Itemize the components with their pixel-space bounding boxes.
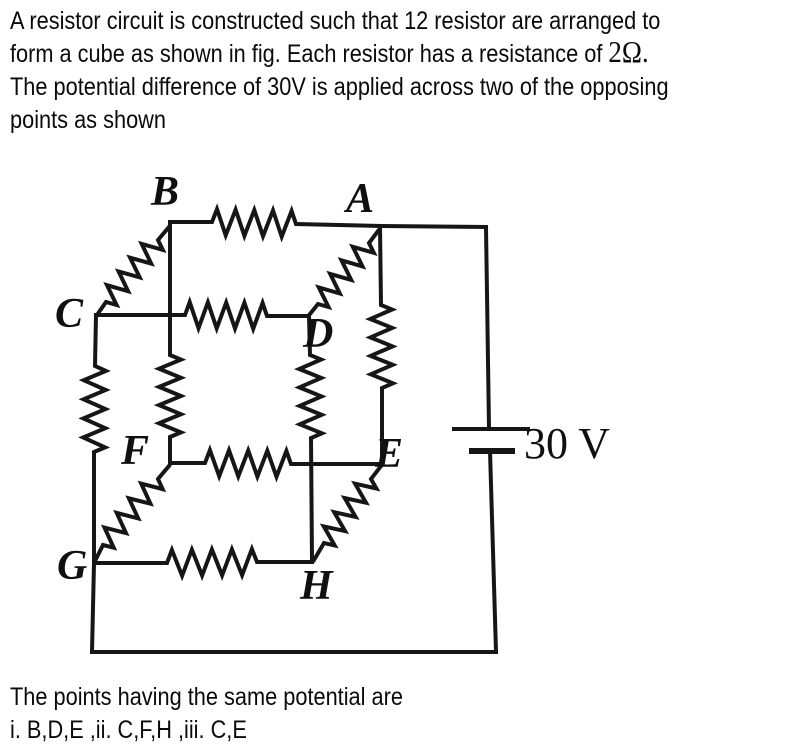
node-label-d: D [302, 311, 333, 357]
node-label-e: E [374, 431, 403, 477]
problem-line-2: form a cube as shown in fig. Each resist… [10, 36, 669, 71]
wire-a-to-corner [377, 223, 489, 230]
node-label-h: H [299, 563, 334, 609]
resistor-d-h [294, 313, 328, 565]
battery-voltage-label: 30 V [524, 419, 610, 468]
resistance-value: 2Ω. [608, 34, 649, 69]
node-label-f: F [120, 428, 149, 474]
problem-line-4: points as shown [10, 106, 166, 134]
resistor-b-a [168, 203, 383, 243]
resistor-c-g [78, 312, 111, 565]
circuit-strokes [78, 203, 530, 655]
problem-line-3: The potential difference of 30V is appli… [10, 73, 669, 101]
problem-line-2-text: form a cube as shown in fig. Each resist… [10, 40, 609, 68]
resistor-f-e [168, 444, 384, 483]
wire-bottom-to-g [89, 560, 97, 655]
resistor-b-f [153, 220, 187, 465]
question-line-2: i. B,D,E ,ii. C,F,H ,iii. C,E [10, 716, 247, 744]
node-label-g: G [57, 543, 87, 589]
resistor-e-h [311, 463, 384, 563]
question-block: The points having the same potential are… [10, 681, 403, 747]
resistor-c-d [95, 296, 311, 335]
resistor-g-h [92, 543, 314, 582]
resistor-b-c [94, 224, 172, 318]
node-label-c: C [55, 291, 84, 337]
question-line-1: The points having the same potential are [10, 683, 403, 711]
resistor-a-d [307, 228, 381, 317]
node-label-b: B [150, 169, 179, 215]
wire-corner-to-battery [483, 224, 492, 431]
wire-battery-to-bottom [487, 448, 499, 655]
node-label-a: A [343, 176, 374, 222]
resistor-a-e [365, 223, 399, 466]
problem-line-1: A resistor circuit is constructed such t… [10, 7, 661, 35]
problem-statement: A resistor circuit is constructed such t… [10, 5, 669, 137]
resistor-f-g [92, 463, 172, 564]
